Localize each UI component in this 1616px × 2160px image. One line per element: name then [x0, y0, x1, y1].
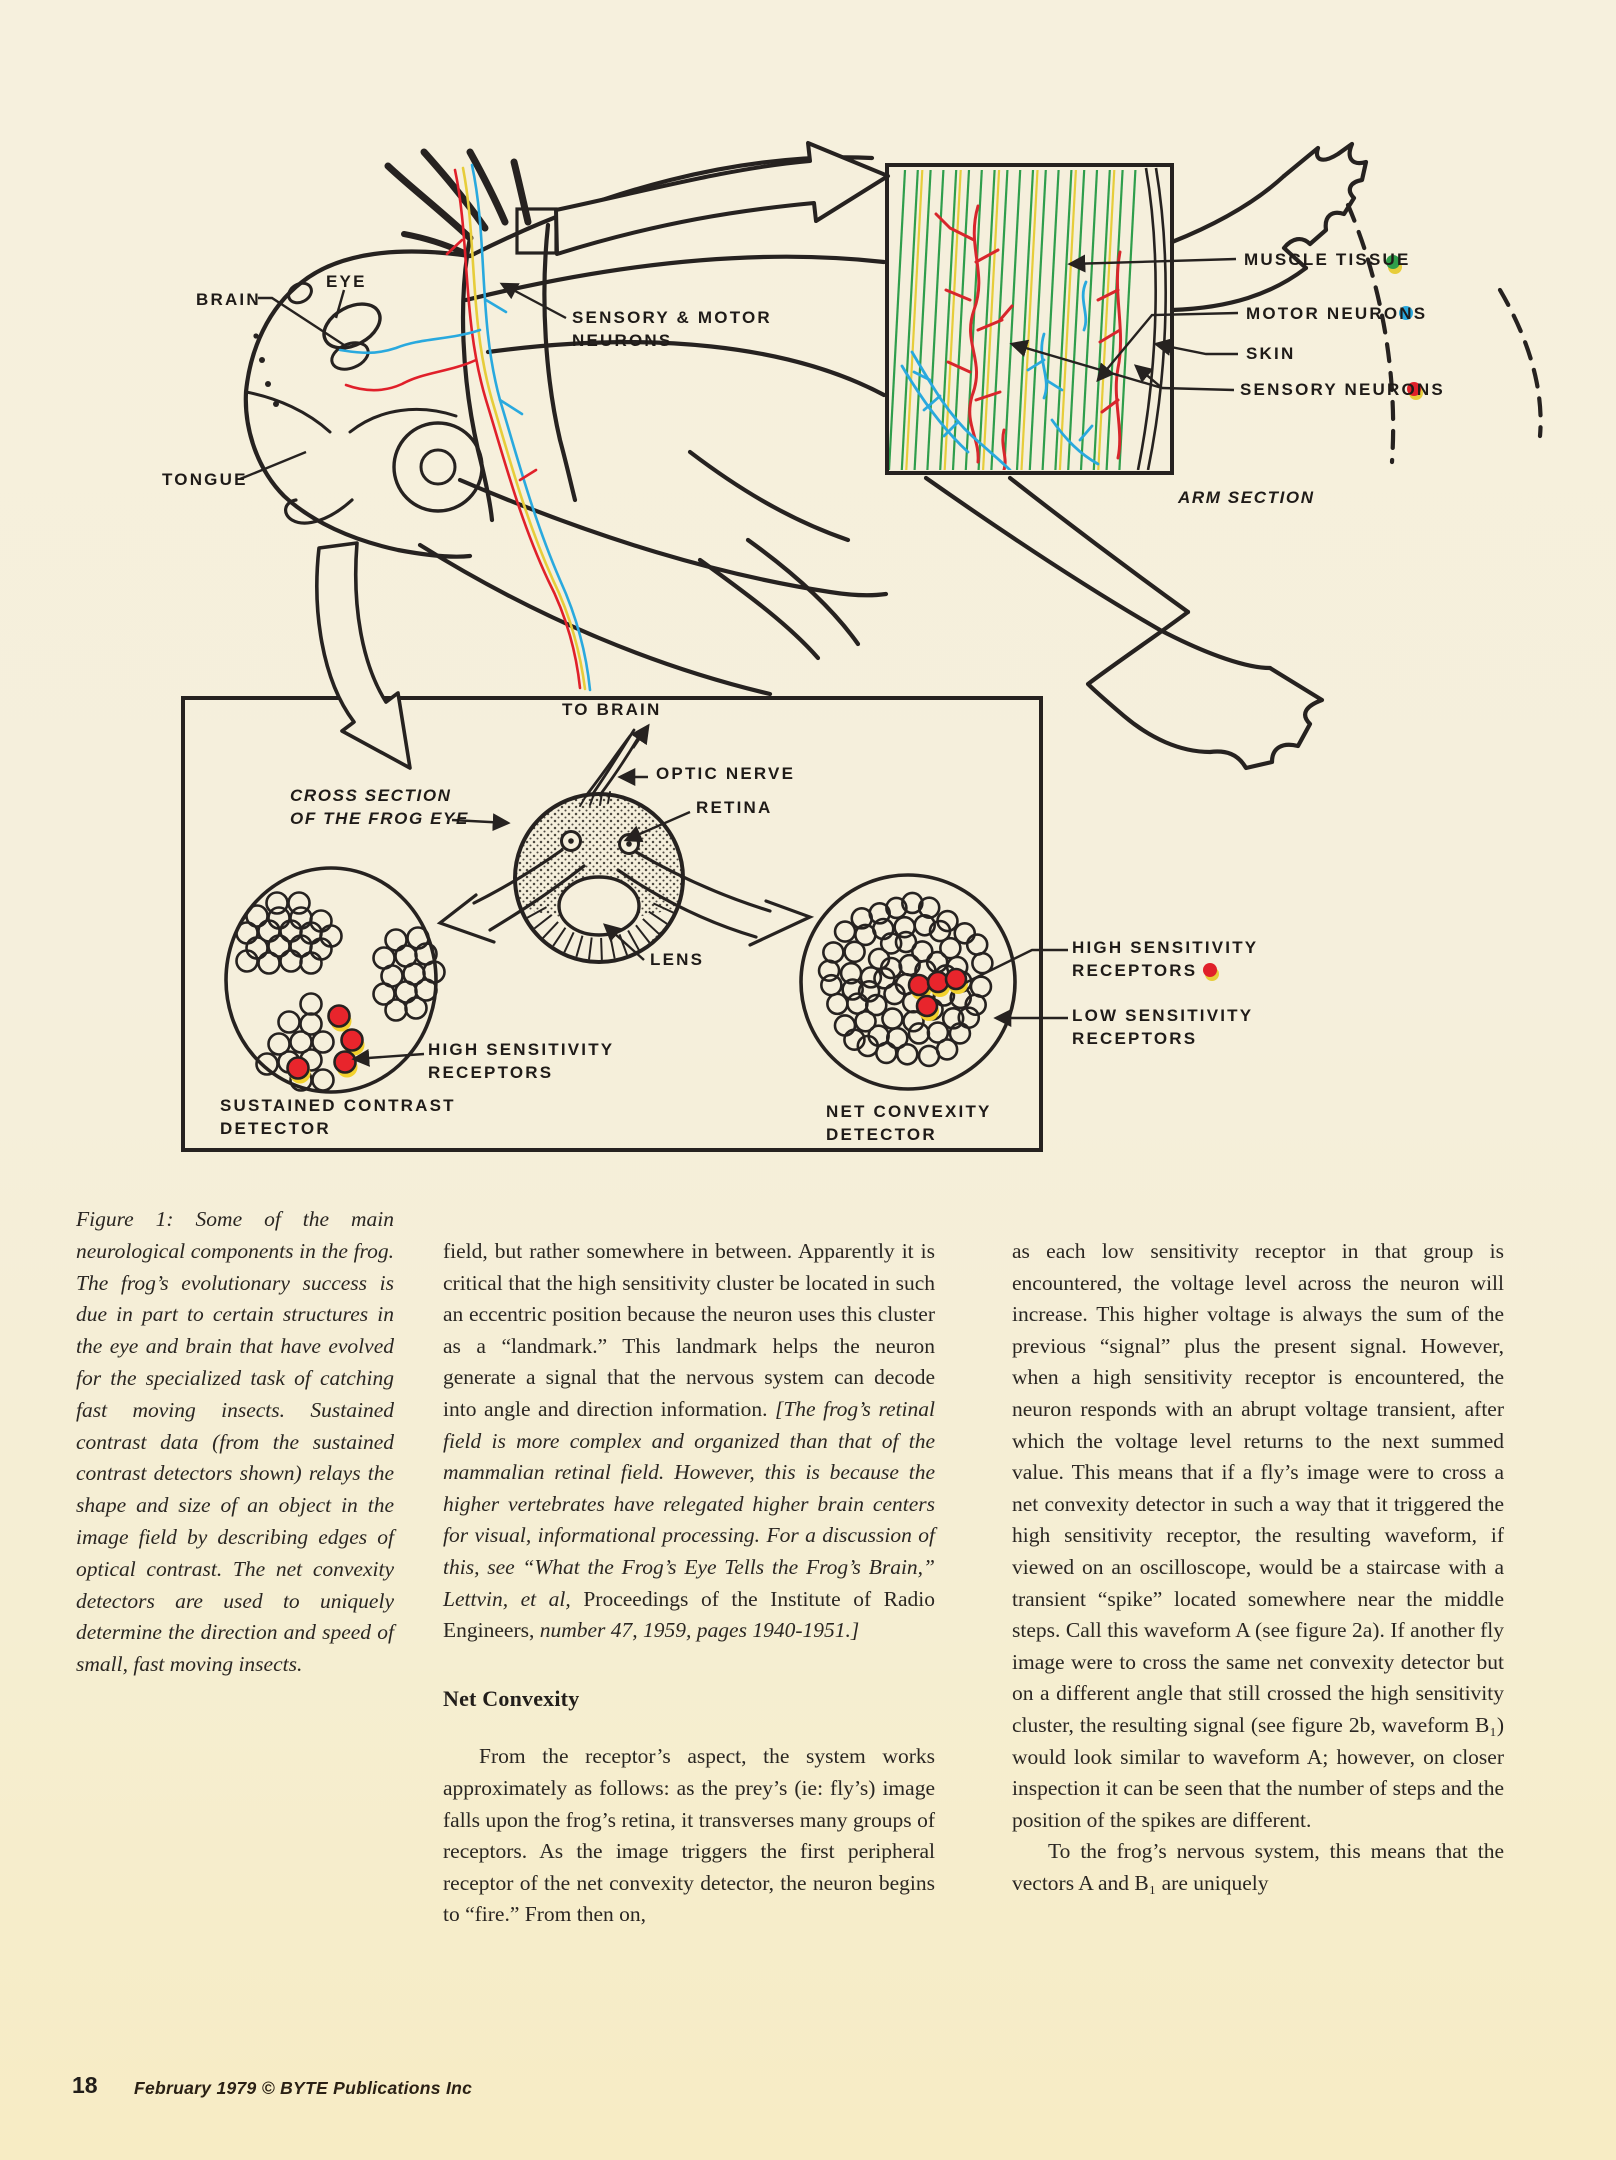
frog-nerve-bundle: [338, 163, 592, 692]
label-muscle-tissue: MUSCLE TISSUE: [1244, 250, 1411, 269]
eye-callout-arrow: [315, 541, 412, 770]
muscle-tissue-lines: [889, 169, 1137, 470]
frog-outline: [243, 148, 889, 697]
label-sensory-neurons: SENSORY NEURONS: [1240, 380, 1445, 399]
label-lens: LENS: [650, 950, 705, 969]
label-retina: RETINA: [696, 798, 773, 817]
label-arm-section: ARM SECTION: [1178, 488, 1315, 507]
section-heading: Net Convexity: [443, 1685, 580, 1711]
label-eye: EYE: [326, 272, 367, 291]
column-middle: field, but rather somewhere in between. …: [443, 1236, 935, 1931]
eye-label-leaders: [351, 768, 1068, 1067]
legend-dots: [1386, 255, 1423, 400]
label-tongue: TONGUE: [162, 470, 248, 489]
inset-sensory-neurons: [934, 204, 1123, 470]
net-convexity-receptors: [817, 891, 994, 1068]
page-number: 18: [72, 2072, 98, 2098]
footer-imprint: February 1979 © BYTE Publications Inc: [134, 2078, 473, 2098]
frog-label-leaders: [239, 282, 567, 481]
label-brain: BRAIN: [196, 290, 261, 309]
frog-legs: [923, 141, 1543, 771]
inset-motor-neurons: [900, 280, 1100, 470]
inset-skin: [1136, 167, 1167, 470]
label-optic-nerve: OPTIC NERVE: [656, 764, 796, 783]
label-skin: SKIN: [1246, 344, 1296, 363]
high-sensitivity-dot: [1203, 963, 1219, 981]
inset-label-leaders: [1009, 254, 1239, 392]
sustained-contrast-circle: [224, 866, 438, 1094]
column-right: as each low sensitivity receptor in that…: [1012, 1236, 1504, 1899]
paragraph: From the receptor’s aspect, the system w…: [443, 1744, 935, 1927]
lens-hatch: [526, 902, 674, 960]
label-motor-neurons: MOTOR NEURONS: [1246, 304, 1428, 323]
eye-to-detector-arrows: [436, 848, 815, 947]
figure1-caption: Figure 1: Some of the main neurological …: [76, 1207, 394, 1677]
paragraph: field, but rather somewhere in between. …: [443, 1239, 936, 1643]
paragraph: as each low sensitivity receptor in that…: [1012, 1239, 1504, 1832]
sustained-contrast-receptors: [235, 891, 446, 1092]
net-convexity-circle: [799, 873, 1017, 1091]
figure-box: [181, 696, 1043, 1152]
label-to-brain: TO BRAIN: [562, 700, 662, 719]
paragraph: To the frog’s nervous system, this means…: [1012, 1839, 1504, 1895]
magnify-arrow: [554, 141, 890, 256]
